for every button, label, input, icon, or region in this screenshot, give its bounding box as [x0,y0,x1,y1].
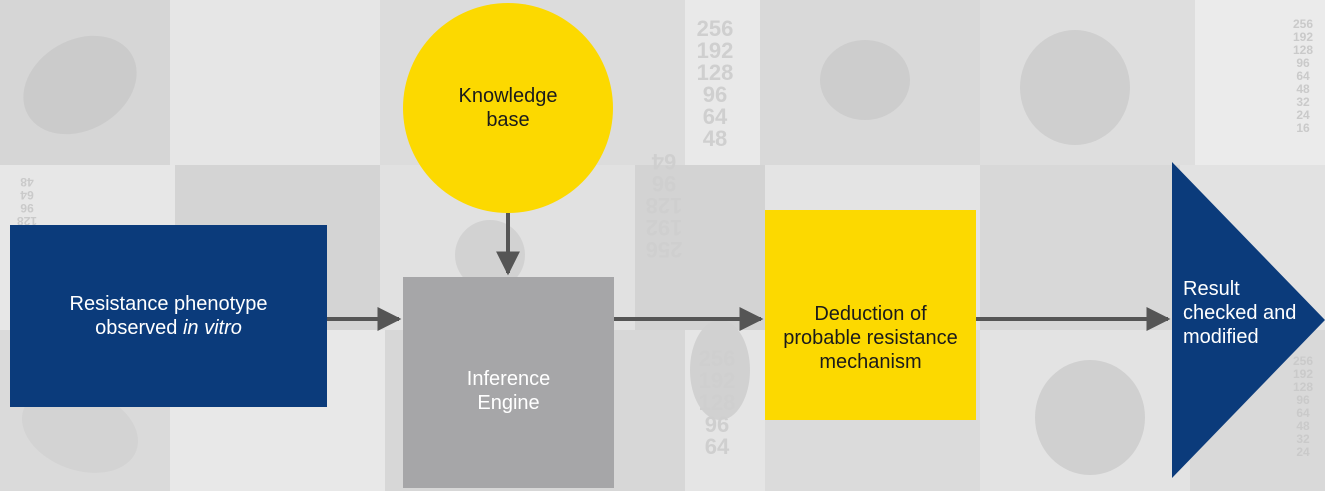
result-triangle [1172,162,1325,478]
result-node [1172,162,1325,478]
bg-cell-shape [1035,360,1145,475]
bg-tile [1195,0,1325,165]
resistance-phenotype-label: Resistance phenotype observed in vitro [54,292,284,340]
bg-cell-shape [690,320,750,420]
deduction-label: Deduction of probable resistance mechani… [783,303,958,373]
resistance-phenotype-node: Resistance phenotype observed in vitro [10,225,327,407]
bg-cell-shape [820,40,910,120]
knowledge-base-label: Knowledge base [458,85,558,131]
bg-tile [170,0,380,165]
bg-cell-shape [1020,30,1130,145]
bg-tile [685,0,760,165]
resistance-phenotype-text: Resistance phenotype observed [69,293,268,339]
bg-tile [980,165,1180,330]
knowledge-base-node: Knowledge base [403,3,613,213]
resistance-phenotype-italic: in vitro [182,317,242,339]
bg-tile [635,165,765,330]
deduction-node: Deduction of probable resistance mechani… [765,210,976,420]
inference-engine-node: Inference Engine [403,277,614,488]
inference-engine-label: Inference Engine [466,368,551,414]
result-label: Result checked and modified [1183,278,1297,348]
